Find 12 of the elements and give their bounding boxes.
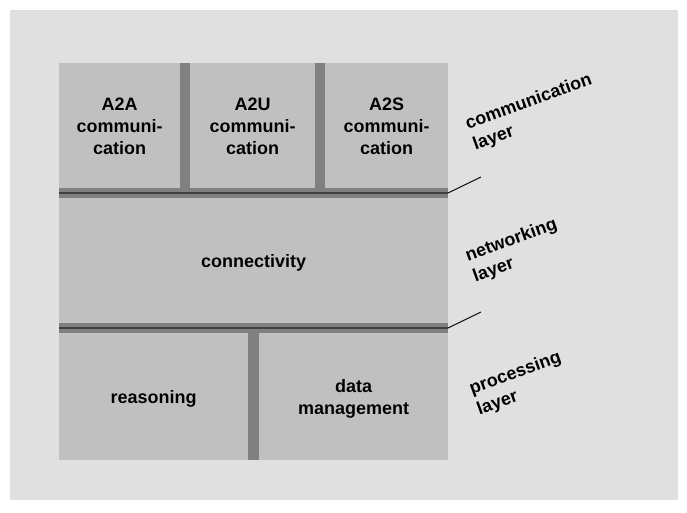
block-label: A2U communi- cation <box>208 92 296 158</box>
layer-block <box>325 63 448 188</box>
layer-block <box>190 63 315 188</box>
block-label: data management <box>296 374 410 418</box>
block-label: A2S communi- cation <box>342 92 430 158</box>
layer-block <box>59 333 248 460</box>
layer-block <box>59 198 448 323</box>
layer-block <box>259 333 448 460</box>
block-label: reasoning <box>110 386 197 408</box>
block-label: A2A communi- cation <box>75 92 164 158</box>
block-label: connectivity <box>200 250 306 272</box>
layer-block <box>59 63 180 188</box>
